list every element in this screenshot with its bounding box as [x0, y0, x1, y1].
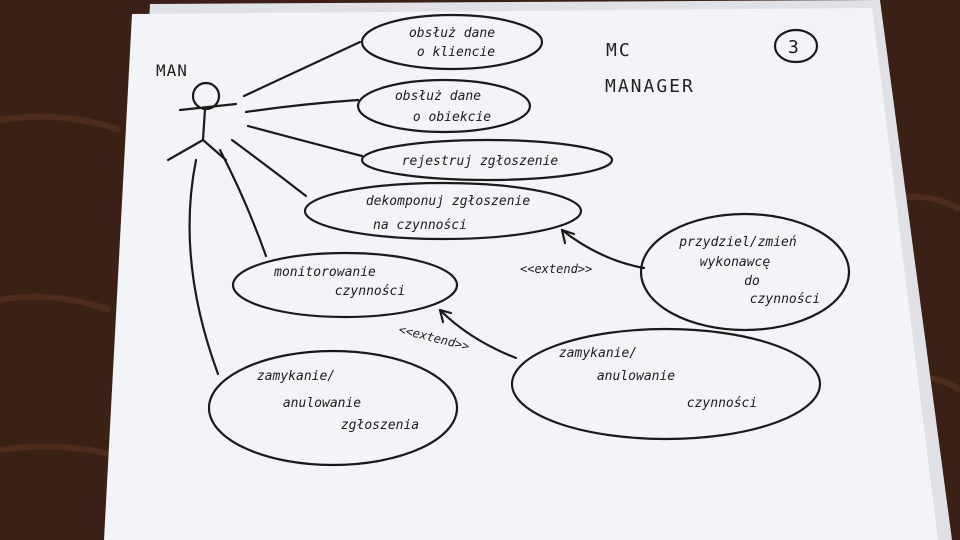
use-case-label: obsłuż dane	[395, 89, 481, 104]
use-case-label: czynności	[687, 396, 757, 411]
paper-sheet	[104, 8, 938, 540]
association-line	[246, 124, 364, 158]
association-line	[244, 98, 360, 114]
system-title-line1: MC	[606, 40, 632, 61]
use-case-label: monitorowanie	[273, 265, 376, 280]
use-case-label: czynności	[335, 284, 405, 299]
use-case-ellipse	[639, 212, 851, 332]
use-case-ellipse	[360, 138, 614, 182]
association-line	[218, 148, 268, 258]
system-title-line2: MANAGER	[605, 76, 695, 97]
extend-label: <<extend>>	[520, 262, 592, 276]
use-case-label: dekomponuj zgłoszenie	[366, 194, 531, 209]
use-case-ellipse	[360, 13, 544, 71]
actor-label: MAN	[156, 61, 188, 80]
use-case-label: na czynności	[373, 218, 467, 233]
association-line	[242, 40, 362, 98]
use-case-label: do	[744, 274, 760, 289]
use-case-ellipse	[303, 181, 583, 241]
extend-arrow	[438, 308, 518, 360]
page-number-circle	[773, 28, 819, 64]
use-case-label: anulowanie	[597, 369, 675, 384]
use-case-label: zamykanie/	[257, 369, 335, 384]
use-case-label: przydziel/zmień	[678, 235, 797, 250]
use-case-label: zamykanie/	[559, 346, 637, 361]
use-case-label: anulowanie	[283, 396, 361, 411]
association-line	[188, 158, 220, 376]
use-case-label: czynności	[750, 292, 820, 307]
wood-grain	[0, 113, 960, 463]
use-case-label: zgłoszenia	[341, 418, 419, 433]
use-case-ellipse	[510, 327, 822, 441]
associations	[188, 40, 364, 376]
actor-stick-figure	[166, 81, 238, 162]
use-case-label: obsłuż dane	[409, 26, 495, 41]
page-number: 3	[788, 37, 799, 58]
use-case-label: rejestruj zgłoszenie	[402, 154, 559, 169]
use-case-ellipse	[231, 251, 459, 319]
use-case-label: o kliencie	[417, 45, 495, 60]
association-line	[230, 138, 308, 198]
use-case-ellipse	[356, 78, 532, 134]
use-case-ellipse	[207, 349, 459, 467]
use-case-label: o obiekcie	[413, 110, 491, 125]
use-case-label: wykonawcę	[700, 255, 771, 270]
extend-arrow	[560, 228, 646, 270]
